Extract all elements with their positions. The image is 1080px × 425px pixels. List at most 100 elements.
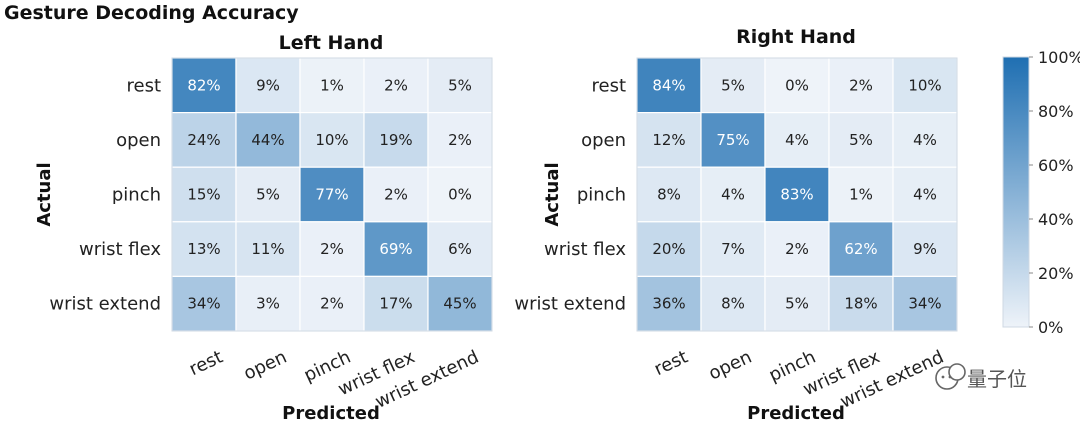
heatmap-cell [828, 166, 894, 223]
heatmap-cell [299, 275, 365, 332]
heatmap-cell [171, 57, 237, 114]
cell-label: 2% [448, 131, 472, 149]
cell-label: 83% [780, 186, 813, 204]
heatmap-cell [235, 275, 301, 332]
row-tick-label: wrist extend [514, 294, 626, 315]
heatmap-cell [892, 57, 958, 114]
heatmap-cell [235, 166, 301, 223]
cell-label: 20% [652, 240, 685, 258]
watermark: 量子位 [935, 363, 1027, 391]
col-tick-label: rest [651, 346, 691, 380]
cell-label: 36% [652, 295, 685, 313]
heatmap-panel-right: Right Hand 84% 5% 0% 2% 10% 12% 75% 4% 5% 4% 8% 4% 83… [514, 26, 958, 424]
row-tick-label: wrist flex [544, 239, 626, 260]
colorbar-tick-label: 40% [1038, 210, 1074, 229]
cell-label: 69% [379, 240, 412, 258]
cell-label: 4% [785, 131, 809, 149]
cell-label: 17% [379, 295, 412, 313]
cell-label: 5% [448, 76, 472, 94]
cell-label: 44% [251, 131, 284, 149]
y-axis-label: Actual [542, 162, 563, 226]
cell-label: 4% [721, 186, 745, 204]
cell-label: 62% [844, 240, 877, 258]
cell-label: 6% [448, 240, 472, 258]
cell-label: 0% [448, 186, 472, 204]
heatmap-cell [828, 57, 894, 114]
row-tick-label: open [581, 130, 626, 151]
cell-label: 19% [379, 131, 412, 149]
panel-title: Right Hand [736, 26, 856, 48]
heatmap-cell [892, 166, 958, 223]
colorbar-tick-label: 100% [1038, 48, 1080, 67]
heatmap-cell [828, 275, 894, 332]
heatmap-cell [299, 111, 365, 168]
cell-label: 5% [256, 186, 280, 204]
cell-label: 8% [721, 295, 745, 313]
heatmap-panel-left: Left Hand82%9%1%2%5%24%44%10%19%2%15%5%7… [34, 32, 493, 424]
heatmap-cell [171, 275, 237, 332]
cell-label: 2% [849, 76, 873, 94]
cell-label: 34% [908, 295, 941, 313]
cell-label: 15% [187, 186, 220, 204]
cell-label: 2% [320, 240, 344, 258]
heatmap-cell [700, 111, 766, 168]
heatmap-frame [636, 57, 958, 332]
cell-label: 1% [320, 76, 344, 94]
y-axis-label: Actual [34, 162, 55, 226]
heatmap-cell [427, 221, 493, 278]
cell-label: 5% [721, 76, 745, 94]
watermark-text: 量子位 [967, 367, 1027, 391]
cell-label: 11% [251, 240, 284, 258]
cell-label: 2% [785, 240, 809, 258]
cell-label: 13% [187, 240, 220, 258]
heatmap-cell [427, 111, 493, 168]
row-tick-label: pinch [577, 185, 626, 206]
col-tick-label: rest [186, 346, 226, 380]
panel-title: Left Hand [279, 32, 384, 54]
heatmap-cell [892, 111, 958, 168]
heatmap-cell [764, 275, 830, 332]
colorbar-gradient [1002, 56, 1030, 328]
cell-label: 9% [913, 240, 937, 258]
cell-label: 9% [256, 76, 280, 94]
x-axis-label: Predicted [282, 403, 380, 424]
chart-title: Gesture Decoding Accuracy [4, 2, 299, 24]
colorbar: 100%80%60%40%20%0% [1002, 48, 1080, 337]
cell-label: 12% [652, 131, 685, 149]
cell-label: 34% [187, 295, 220, 313]
heatmap-cell [700, 57, 766, 114]
cell-label: 5% [849, 131, 873, 149]
colorbar-tick-label: 20% [1038, 264, 1074, 283]
row-tick-label: rest [591, 75, 626, 96]
heatmap-cell [636, 275, 702, 332]
heatmap-frame [171, 57, 493, 332]
wechat-icon [935, 363, 966, 390]
heatmap-cell [299, 221, 365, 278]
cell-label: 24% [187, 131, 220, 149]
cell-label: 2% [384, 76, 408, 94]
cell-label: 4% [913, 186, 937, 204]
row-tick-label: wrist flex [79, 239, 161, 260]
colorbar-tick-label: 60% [1038, 156, 1074, 175]
cell-label: 75% [716, 131, 749, 149]
heatmap-cell [363, 166, 429, 223]
heatmap-cell [700, 166, 766, 223]
cell-label: 5% [785, 295, 809, 313]
cell-label: 45% [443, 295, 476, 313]
heatmap-cell [363, 221, 429, 278]
col-tick-label: open [706, 346, 756, 384]
cell-label: 3% [256, 295, 280, 313]
heatmap-panels: Left Hand82%9%1%2%5%24%44%10%19%2%15%5%7… [34, 26, 958, 424]
cell-label: 1% [849, 186, 873, 204]
row-tick-label: open [116, 130, 161, 151]
cell-label: 10% [315, 131, 348, 149]
cell-label: 0% [785, 76, 809, 94]
colorbar-tick-label: 80% [1038, 102, 1074, 121]
row-tick-label: pinch [112, 185, 161, 206]
cell-label: 77% [315, 186, 348, 204]
cell-label: 10% [908, 76, 941, 94]
cell-label: 84% [652, 76, 685, 94]
heatmap-cell [828, 111, 894, 168]
heatmap-cell [700, 221, 766, 278]
